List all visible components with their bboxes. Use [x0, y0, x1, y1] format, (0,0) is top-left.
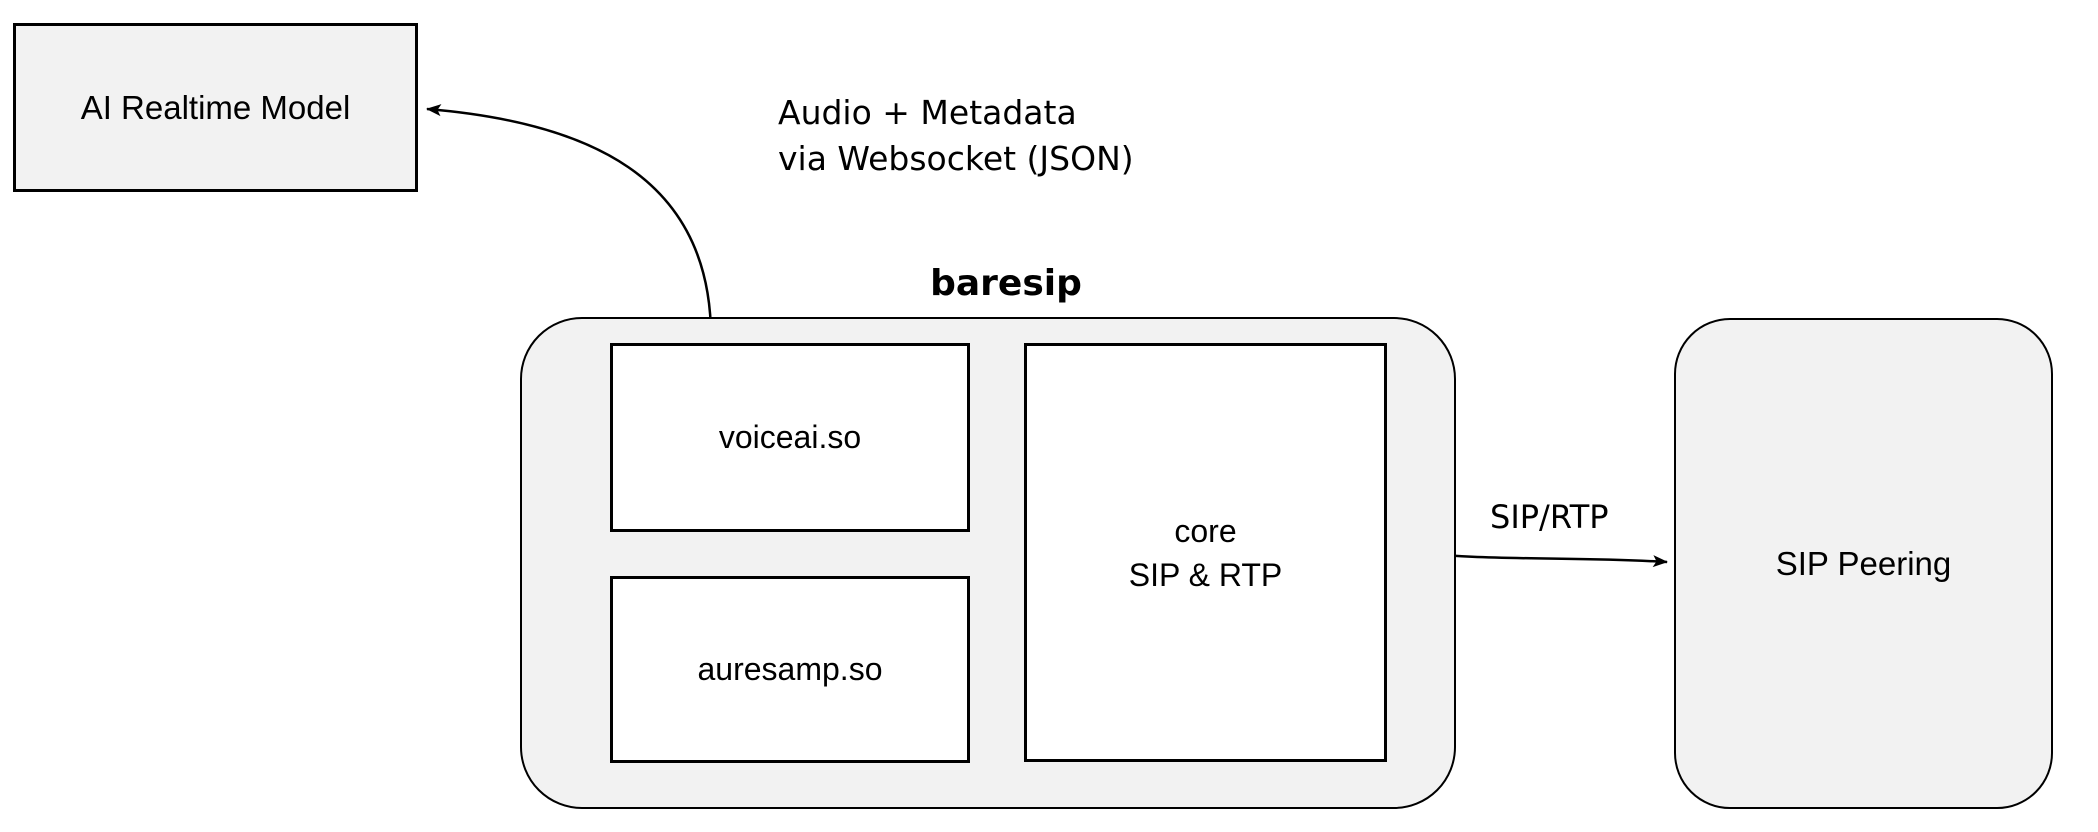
core-label-line2: SIP & RTP: [1128, 556, 1283, 593]
auresamp-box: auresamp.so: [610, 576, 970, 763]
auresamp-label: auresamp.so: [697, 651, 883, 687]
websocket-edge-label-line1: Audio + Metadata: [778, 93, 1077, 132]
websocket-edge-label: Audio + Metadata via Websocket (JSON): [778, 90, 1134, 182]
ai-realtime-model-box: AI Realtime Model: [13, 23, 418, 192]
core-label-line1: core: [1174, 512, 1237, 549]
sip-peering-label: SIP Peering: [1775, 544, 1952, 582]
core-box: core SIP & RTP: [1024, 343, 1387, 762]
baresip-title: baresip: [930, 263, 1082, 304]
voiceai-box: voiceai.so: [610, 343, 970, 532]
websocket-arrow: [426, 104, 717, 338]
websocket-edge-label-line2: via Websocket (JSON): [778, 139, 1134, 178]
sip-rtp-edge-label: SIP/RTP: [1490, 498, 1609, 536]
ai-realtime-model-label: AI Realtime Model: [80, 88, 351, 126]
sip-peering-box: SIP Peering: [1674, 318, 2053, 809]
voiceai-label: voiceai.so: [718, 419, 862, 455]
